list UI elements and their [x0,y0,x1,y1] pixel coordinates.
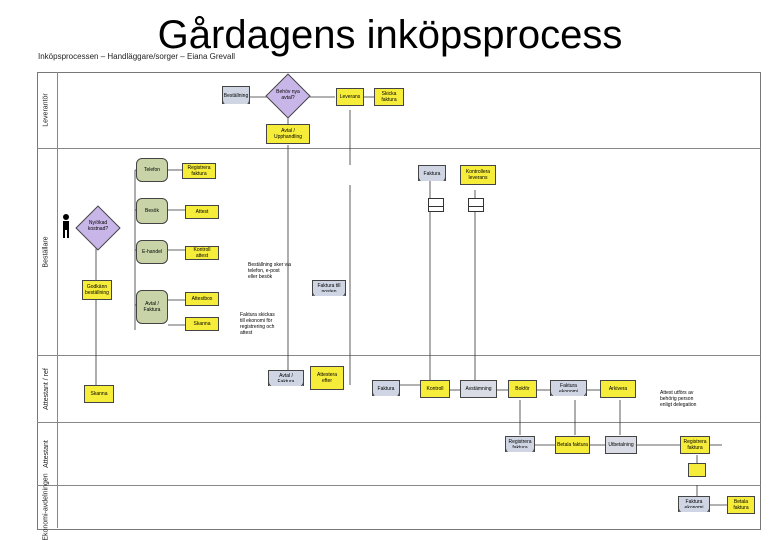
lane-boundary [37,485,761,486]
note-right: Attest utförs av behörig person enligt d… [660,390,697,408]
envelope-icon [468,198,484,212]
bestallare-decision-label: Ny/ökad kostnad? [87,220,109,232]
besok-box: Besök [136,198,168,224]
e-handel-box: E-handel [136,240,168,264]
diagram-subtitle: Inköpsprocessen – Handläggare/sorger – E… [38,52,236,61]
faktura-attest-doc: Faktura [372,380,400,396]
lane-boundary [37,422,761,423]
registrera-faktura-box: Registrera faktura [680,436,710,454]
leverans-box: Leverans [336,88,364,106]
lane-boundary [37,355,761,356]
ovrigt-box: Avtal / Faktura [136,290,168,324]
avtal-box: Avtal / Upphandling [266,124,310,144]
avtal-faktura-doc: Avtal / Faktura [268,370,304,386]
page-title: Gårdagens inköpsprocess [157,13,623,57]
diagram-frame [37,72,761,530]
note-left: Beställning sker via telefon, e-post ell… [248,262,292,280]
attest-efter-box: Attestera efter [310,366,344,390]
faktura-ekonomi2-doc: Faktura ekonomi [678,496,710,512]
bokfor-box: Bokför [508,380,537,398]
skanna-box: Skanna [185,317,219,331]
person-icon [63,214,69,238]
note-mid: Faktura skickas till ekonomi för registr… [240,312,275,336]
faktura-posten-doc: Faktura till posten [312,280,346,296]
kontroll-attest-box: Kontroll attest [185,246,219,260]
envelope-icon [688,463,706,477]
attest1-box: Attest [185,205,219,219]
registrera-box: Registrera faktura [182,163,216,179]
envelope-icon [428,198,444,212]
kontroll-box: Kontroll [420,380,450,398]
bestallning-doc: Beställning [222,86,250,104]
skanna-faktura-box: Skanna [84,385,114,403]
betala-box: Betala faktura [555,436,590,454]
lane-divider [57,72,58,528]
betala-faktura-box: Betala faktura [727,496,755,514]
telefon-box: Telefon [136,158,168,182]
arkivera-box: Arkivera [600,380,636,398]
kontrollera-leverans-box: Kontrollera leverans [460,165,496,185]
avstamning-box: Avstämning [460,380,497,398]
faktura-doc: Faktura [418,165,446,181]
skicka-faktura-box: Skicka faktura [374,88,404,106]
godkann-box: Godkänn beställning [82,280,112,300]
utbetalning-box: Utbetalning [605,436,637,454]
behov-decision-label: Behöv nya avtal? [276,89,300,101]
attestbox: Attestbox [185,292,219,306]
faktura-ekonomi-doc: Faktura ekonomi [550,380,587,396]
lane-boundary [37,148,761,149]
registrera2-doc: Registrera faktura [505,436,535,452]
